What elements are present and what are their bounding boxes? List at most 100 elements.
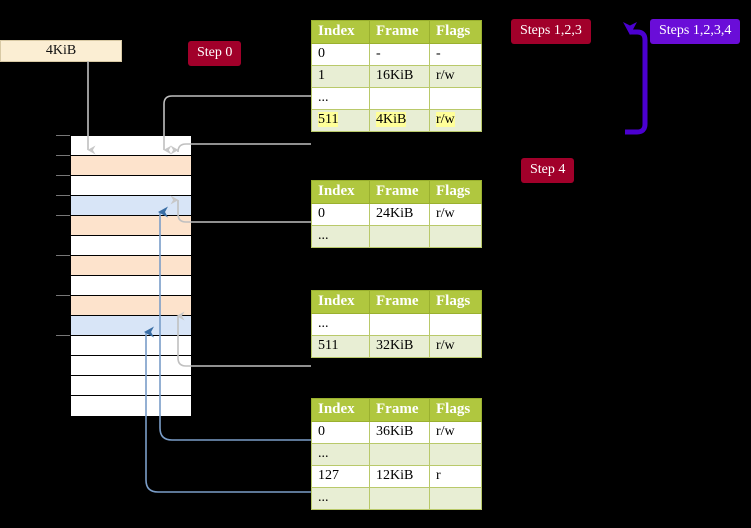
memory-frame-row <box>71 356 191 376</box>
table-cell: ... <box>311 487 370 510</box>
memory-tick <box>56 155 70 156</box>
table-row: ... <box>311 313 482 336</box>
table-header-flags: Flags <box>429 20 482 44</box>
table-cell <box>429 313 482 336</box>
badge-steps-123-label: Steps 1,2,3 <box>520 23 582 38</box>
table-cell: 32KiB <box>369 335 430 358</box>
frame-box-label: 4KiB <box>45 43 77 58</box>
memory-tick <box>56 135 70 136</box>
table-row: 0-- <box>311 43 482 66</box>
memory-frame-row <box>71 176 191 196</box>
table-header-frame: Frame <box>369 20 430 44</box>
table-cell <box>429 225 482 248</box>
table-cell: 1 <box>311 65 370 88</box>
memory-tick <box>56 255 70 256</box>
table-cell: 0 <box>311 43 370 66</box>
table-header-index: Index <box>311 290 370 314</box>
table-cell: 127 <box>311 465 370 488</box>
memory-tick <box>56 295 70 296</box>
badge-step-0-label: Step 0 <box>197 45 233 60</box>
table-header-frame: Frame <box>369 398 430 422</box>
badge-steps-1234: Steps 1,2,3,4 <box>650 19 741 44</box>
table-cell: ... <box>311 313 370 336</box>
memory-frame-row <box>71 336 191 356</box>
memory-frame-row <box>71 136 191 156</box>
highlighted-value: 4KiB <box>376 112 407 127</box>
memory-tick <box>56 215 70 216</box>
table-row: ... <box>311 225 482 248</box>
highlighted-value: r/w <box>436 112 455 127</box>
table-cell <box>369 443 430 466</box>
table-header-flags: Flags <box>429 180 482 204</box>
memory-tick <box>56 335 70 336</box>
memory-frame-row <box>71 156 191 176</box>
table-header-frame: Frame <box>369 180 430 204</box>
memory-frame-row <box>71 316 191 336</box>
table-header-index: Index <box>311 398 370 422</box>
frame-box-4kib: 4KiB <box>0 40 122 62</box>
memory-frame-row <box>71 276 191 296</box>
table-cell: 4KiB <box>369 109 430 132</box>
memory-frame-row <box>71 196 191 216</box>
physical-memory-column <box>70 135 191 416</box>
table-cell: r/w <box>429 109 482 132</box>
memory-frame-row <box>71 236 191 256</box>
memory-tick <box>56 195 70 196</box>
table-header-flags: Flags <box>429 290 482 314</box>
table-cell: 16KiB <box>369 65 430 88</box>
table-cell: ... <box>311 225 370 248</box>
table-cell <box>429 87 482 110</box>
table-cell: 12KiB <box>369 465 430 488</box>
table-cell <box>369 313 430 336</box>
table-row: 511 4KiB r/w <box>311 109 482 132</box>
memory-frame-row <box>71 396 191 416</box>
table-header-flags: Flags <box>429 398 482 422</box>
table-header-frame: Frame <box>369 290 430 314</box>
memory-frame-row <box>71 376 191 396</box>
table-cell: r/w <box>429 203 482 226</box>
badge-steps-1234-label: Steps 1,2,3,4 <box>659 23 732 38</box>
table-cell: - <box>369 43 430 66</box>
table-cell: r <box>429 465 482 488</box>
table-cell: 511 <box>311 335 370 358</box>
table-cell: r/w <box>429 335 482 358</box>
table-header-index: Index <box>311 180 370 204</box>
table-cell: 24KiB <box>369 203 430 226</box>
table-cell: 0 <box>311 421 370 444</box>
badge-step-0: Step 0 <box>188 41 242 66</box>
highlighted-value: 511 <box>318 112 339 127</box>
table-cell <box>429 443 482 466</box>
memory-frame-row <box>71 216 191 236</box>
memory-tick <box>56 175 70 176</box>
table-cell: 0 <box>311 203 370 226</box>
table-cell: ... <box>311 87 370 110</box>
memory-frame-row <box>71 296 191 316</box>
table-row: ... <box>311 87 482 110</box>
table-cell <box>369 87 430 110</box>
table-row: ... <box>311 443 482 466</box>
table-cell: 511 <box>311 109 370 132</box>
memory-frame-row <box>71 256 191 276</box>
table-header-index: Index <box>311 20 370 44</box>
table-cell <box>429 487 482 510</box>
table-cell: r/w <box>429 421 482 444</box>
badge-steps-123: Steps 1,2,3 <box>511 19 591 44</box>
table-row: ... <box>311 487 482 510</box>
table-cell <box>369 487 430 510</box>
table-cell: r/w <box>429 65 482 88</box>
badge-step-4-label: Step 4 <box>530 162 566 177</box>
table-cell: - <box>429 43 482 66</box>
table-cell: ... <box>311 443 370 466</box>
table-cell: 36KiB <box>369 421 430 444</box>
table-cell <box>369 225 430 248</box>
